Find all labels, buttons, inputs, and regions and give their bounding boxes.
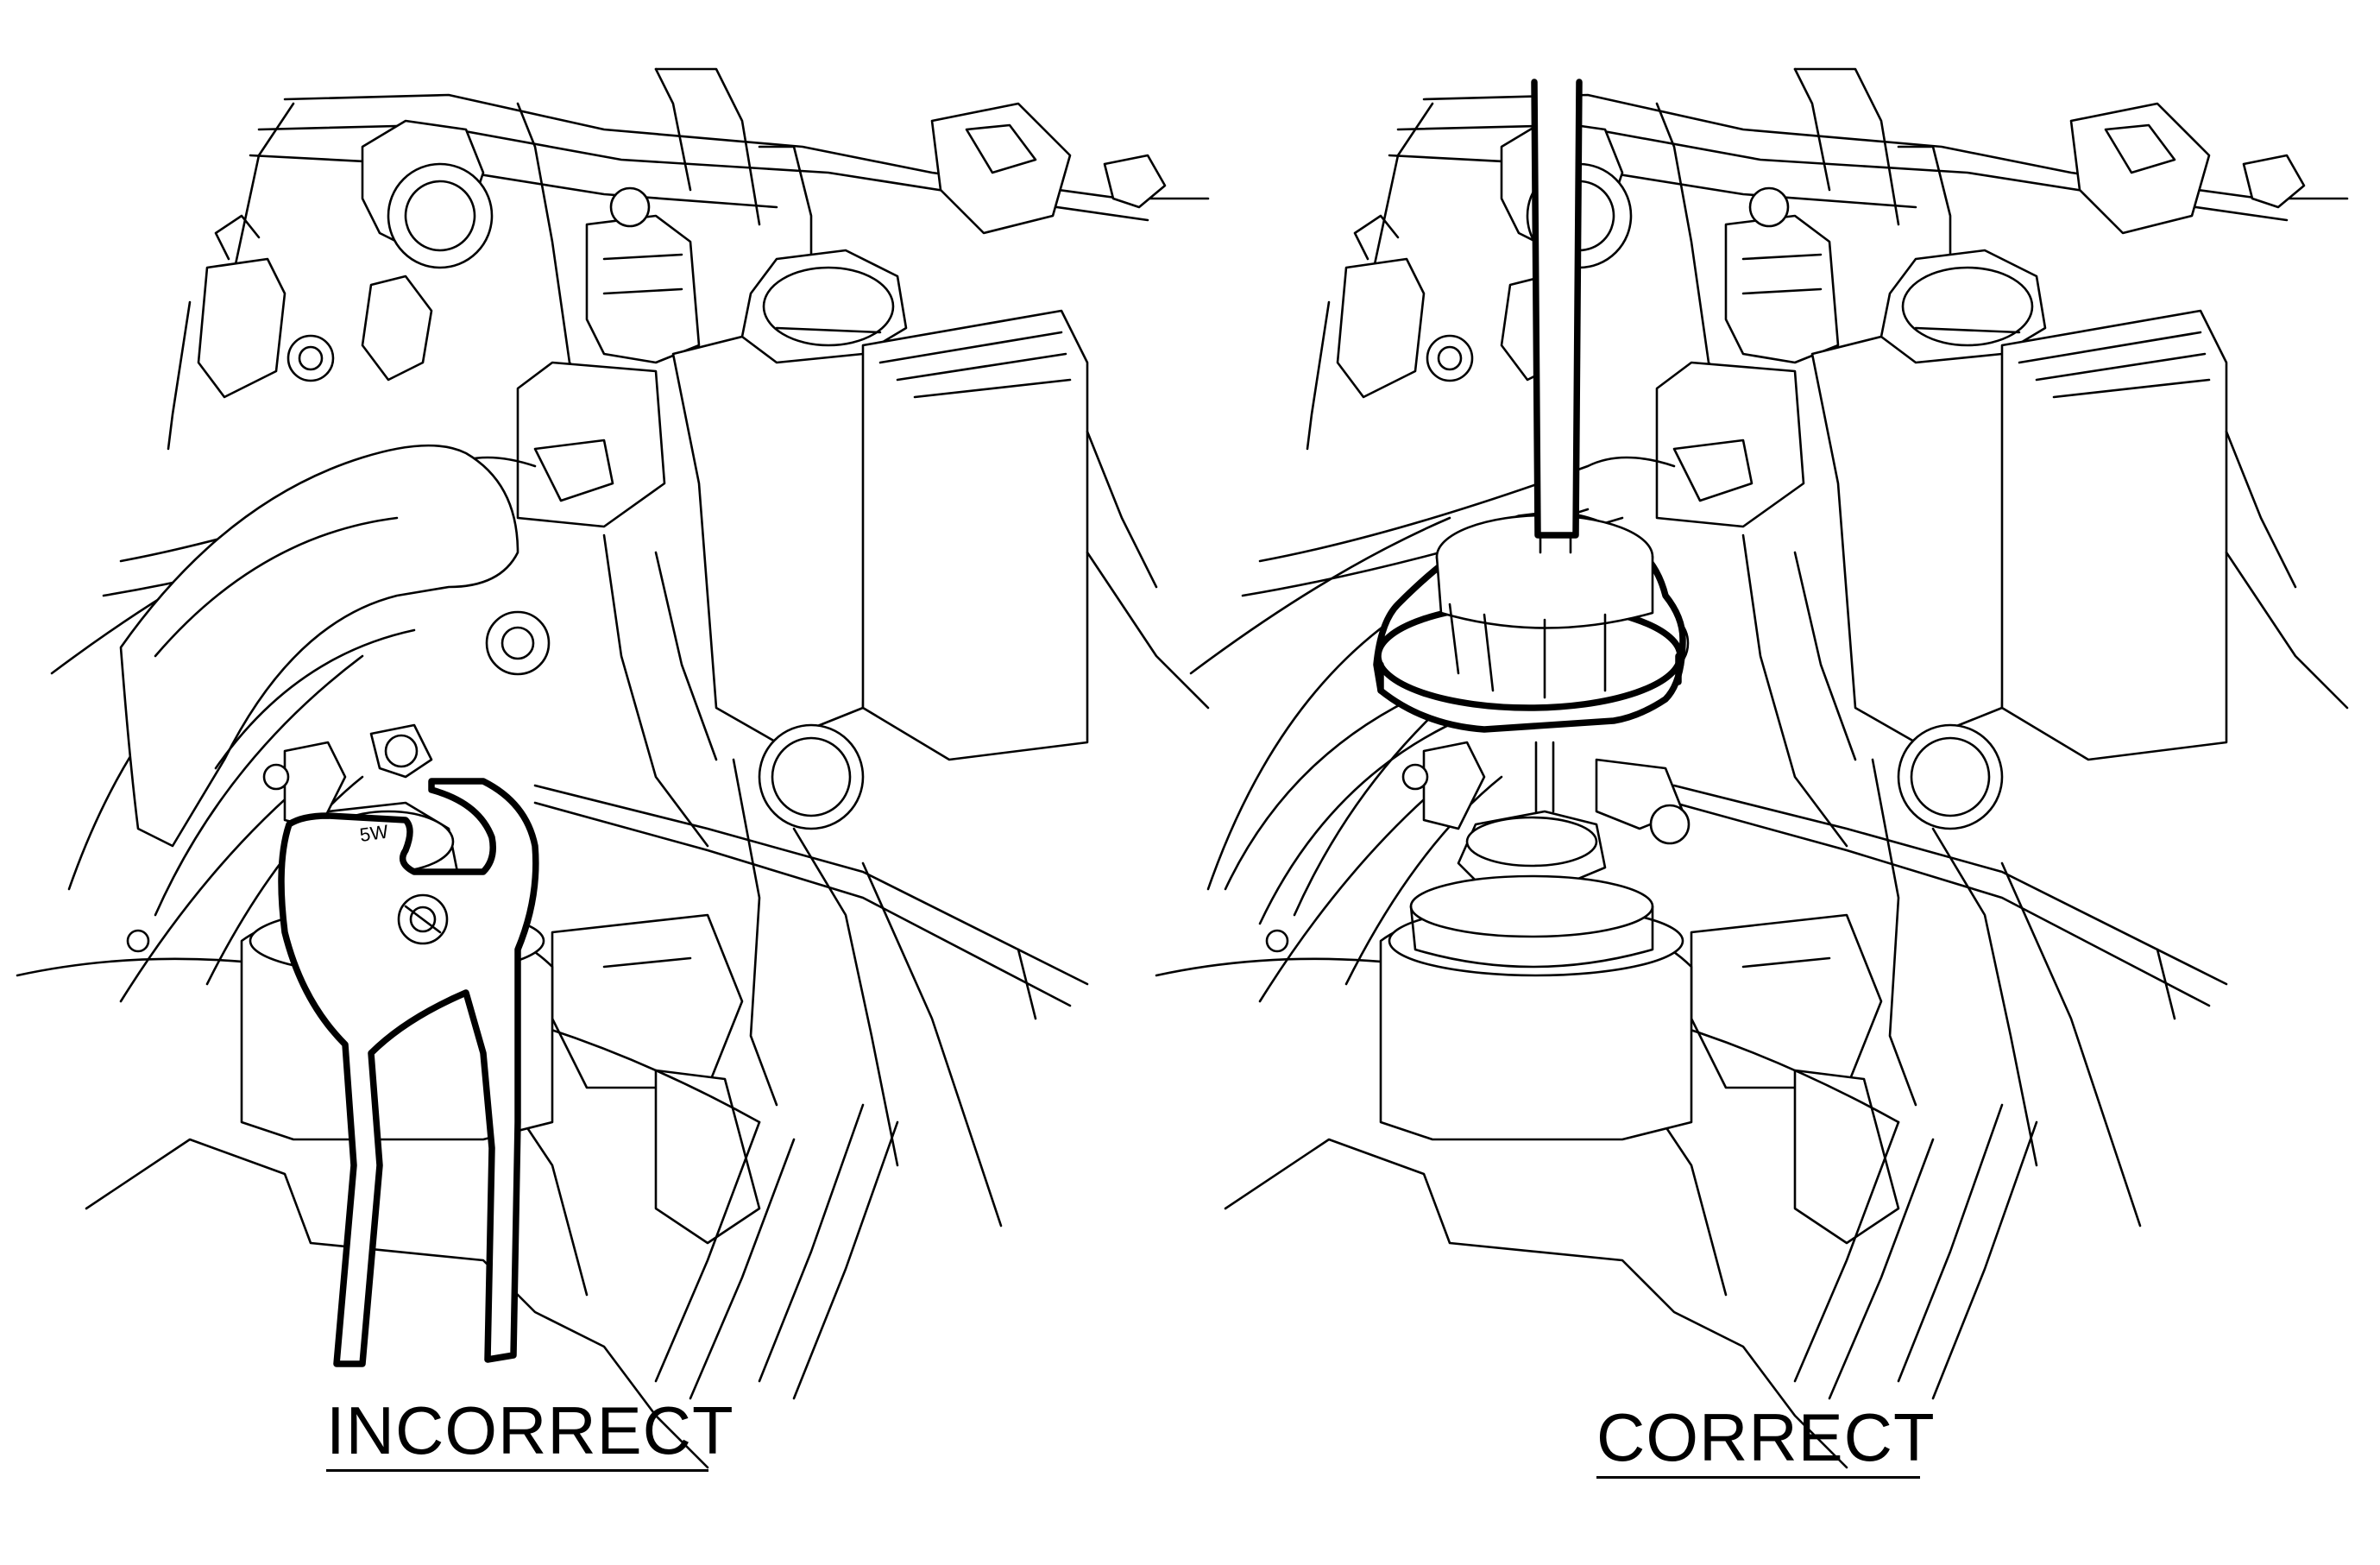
svg-text:5W: 5W bbox=[358, 821, 389, 846]
correct-caption: CORRECT bbox=[1596, 1399, 1936, 1475]
incorrect-panel-art: 5W bbox=[16, 67, 1210, 1469]
incorrect-caption: INCORRECT bbox=[326, 1392, 734, 1468]
incorrect-caption-underline bbox=[326, 1469, 708, 1472]
wrench-tool bbox=[278, 778, 539, 1367]
correct-panel-art bbox=[1155, 67, 2349, 1469]
correct-caption-underline bbox=[1596, 1476, 1920, 1479]
extension-bar bbox=[1531, 79, 1583, 539]
